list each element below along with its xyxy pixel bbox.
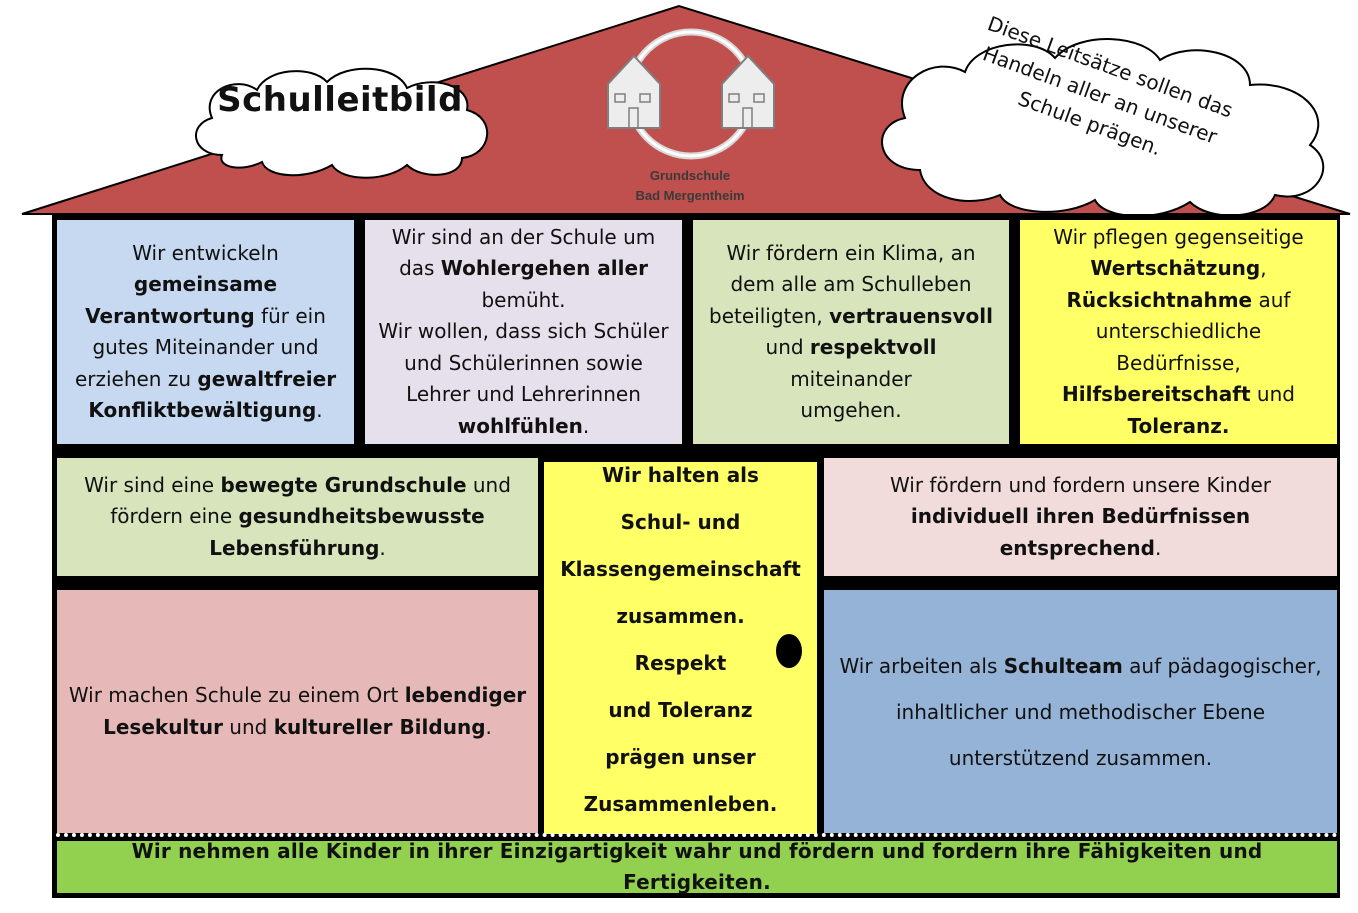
- page-title: Schulleitbild: [217, 80, 463, 120]
- door-knob: [776, 634, 802, 668]
- box-wohlergehen: Wir sind an der Schule um das Wohlergehe…: [365, 220, 682, 444]
- box-individuell: Wir fördern und fordern unsere Kinder in…: [824, 458, 1337, 576]
- foundation-divider: [56, 833, 1338, 837]
- box-bewegt: Wir sind eine bewegte Grundschule und fö…: [57, 458, 538, 576]
- box-wertschaetzung: Wir pflegen gegenseitige Wertschätzung, …: [1020, 220, 1337, 444]
- box-verantwortung: Wir entwickeln gemeinsame Verantwortung …: [57, 220, 354, 444]
- logo-house-right-icon: [721, 54, 775, 129]
- logo-line-1: Grundschule: [649, 168, 731, 183]
- door-box: Wir halten als Schul- und Klassengemeins…: [544, 462, 817, 834]
- logo-house-left-icon: [607, 54, 661, 129]
- basis-text: Wir nehmen alle Kinder in ihrer Einzigar…: [131, 838, 1263, 895]
- logo-line-2: Bad Mergentheim: [635, 188, 745, 203]
- box-lesekultur: Wir machen Schule zu einem Ort lebendige…: [57, 590, 538, 833]
- box-klima: Wir fördern ein Klima, an dem alle am Sc…: [693, 220, 1009, 444]
- motto-cloud: [881, 38, 1325, 218]
- box-schulteam: Wir arbeiten als Schulteam auf pädagogis…: [824, 590, 1337, 833]
- box-basis: Wir nehmen alle Kinder in ihrer Einzigar…: [57, 839, 1337, 894]
- title-cloud: [195, 67, 488, 179]
- logo-caption: Grundschule Bad Mergentheim: [590, 166, 790, 206]
